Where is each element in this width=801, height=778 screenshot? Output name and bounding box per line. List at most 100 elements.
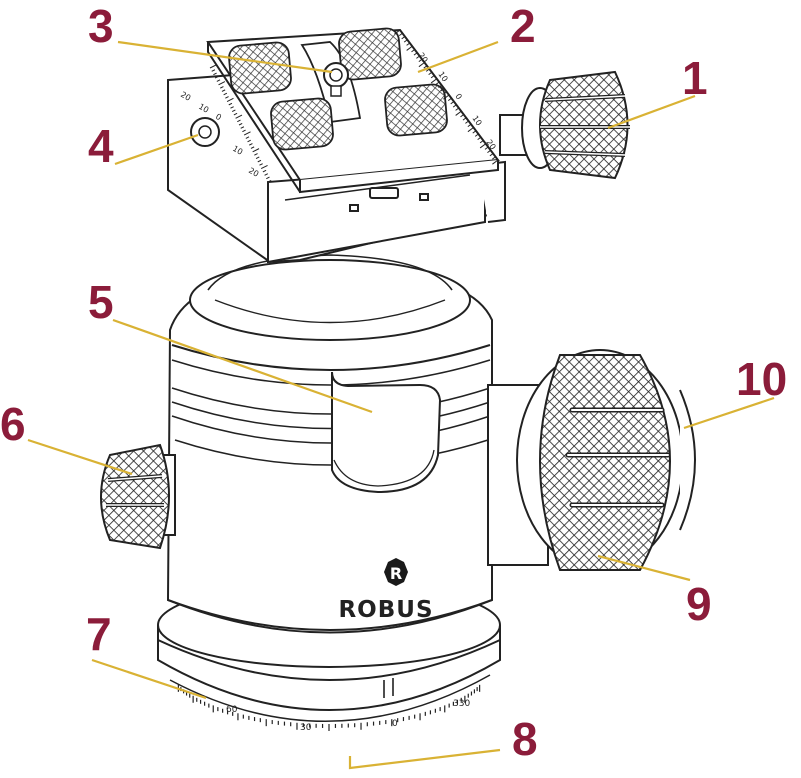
scale-tick [266, 176, 270, 180]
scale-tick [455, 107, 460, 111]
pan-scale-label: 60 [226, 705, 238, 715]
pan-scale-label: 330 [453, 699, 470, 709]
scale-tick [443, 94, 450, 100]
scale-tick [455, 110, 462, 116]
scale-tick [452, 104, 457, 108]
scale-tick [259, 163, 263, 166]
scale-tick [214, 76, 219, 79]
scale-tick [264, 173, 269, 176]
scale-tick [240, 126, 245, 129]
scale-tick [220, 86, 224, 89]
clamp-scale-label: 20 [247, 166, 260, 179]
clamp-scale-label: 10 [197, 102, 210, 115]
leader-line-4 [114, 133, 199, 166]
scale-tick [460, 114, 465, 118]
ball-socket [189, 254, 471, 341]
friction-knob[interactable] [100, 443, 176, 550]
scale-tick [211, 69, 216, 72]
scale-tick [428, 71, 433, 76]
scale-tick [467, 127, 474, 133]
callout-10: 10 [736, 353, 787, 405]
callout-5: 5 [88, 276, 114, 328]
callout-6: 6 [0, 398, 26, 450]
scale-tick [416, 55, 420, 59]
scale-tick [255, 156, 260, 159]
callout-4: 4 [88, 120, 114, 172]
scale-tick [418, 58, 423, 63]
scale-tick [225, 96, 229, 99]
scale-tick [479, 143, 487, 149]
leader-line-6 [27, 438, 133, 476]
plate-scale-ticks [394, 29, 499, 165]
scale-tick [418, 62, 425, 68]
leader-line-1 [607, 94, 696, 130]
main-lock-knob[interactable] [487, 349, 696, 571]
scale-tick [462, 117, 467, 121]
scale-tick [484, 146, 489, 150]
scale-tick [262, 169, 267, 173]
scale-tick [440, 88, 445, 92]
drop-notch-groove [333, 449, 435, 487]
scale-tick [438, 84, 442, 89]
plate-scale-label: 0 [453, 92, 463, 101]
scale-tick [423, 65, 428, 69]
scale-tick [243, 131, 251, 136]
scale-tick [472, 130, 477, 134]
scale-tick [477, 136, 482, 141]
mounting-screw[interactable] [323, 62, 349, 97]
rubber-pads [228, 27, 448, 151]
scale-tick [479, 140, 484, 144]
leader-line-3 [117, 40, 333, 74]
scale-tick [245, 136, 250, 139]
brand-logo-letter: R [390, 564, 402, 583]
scale-tick [413, 52, 418, 56]
leader-line-9 [597, 554, 691, 582]
leader-lines [27, 40, 775, 770]
scale-tick [447, 97, 452, 102]
leader-line-2 [417, 40, 499, 74]
brand-name: ROBUS [338, 597, 433, 623]
scale-tick [487, 149, 491, 154]
pan-scale-ticks [177, 684, 481, 731]
scale-tick [492, 159, 499, 165]
scale-tick [230, 106, 234, 109]
clamp-scale-label: 20 [179, 90, 192, 103]
drop-notch [331, 371, 442, 494]
scale-tick [401, 36, 406, 40]
scale-tick [237, 119, 241, 123]
callout-2: 2 [510, 0, 536, 52]
scale-tick [430, 78, 438, 84]
scale-tick [249, 143, 253, 146]
callout-1: 1 [682, 52, 708, 104]
scale-tick [411, 49, 416, 53]
scale-tick [394, 29, 401, 35]
scale-tick [465, 120, 469, 124]
clamp-scale-label: 10 [231, 144, 244, 157]
leader-line-8 [348, 748, 501, 770]
scale-tick [403, 39, 408, 43]
scale-tick [267, 179, 272, 183]
scale-tick [209, 64, 217, 69]
scale-tick [406, 42, 411, 46]
bubble-level [190, 117, 220, 147]
scale-tick [242, 129, 246, 133]
clamp-knob[interactable] [499, 70, 630, 180]
scale-tick [425, 68, 430, 72]
scale-tick [257, 159, 262, 163]
scale-tick [233, 112, 238, 116]
scale-tick [435, 81, 440, 85]
callout-9: 9 [686, 578, 712, 630]
scale-tick [231, 109, 236, 113]
leader-line-10 [683, 396, 775, 430]
scale-tick [254, 153, 258, 156]
scale-tick [238, 122, 243, 126]
callout-3: 3 [88, 0, 114, 52]
scale-tick [467, 123, 472, 128]
scale-tick [260, 164, 268, 170]
scale-tick [398, 32, 403, 37]
leader-line-7 [91, 658, 207, 700]
scale-tick [226, 97, 234, 102]
scale-tick [406, 45, 413, 51]
scale-tick [474, 133, 479, 137]
clamp-scale-label: 0 [214, 112, 223, 122]
